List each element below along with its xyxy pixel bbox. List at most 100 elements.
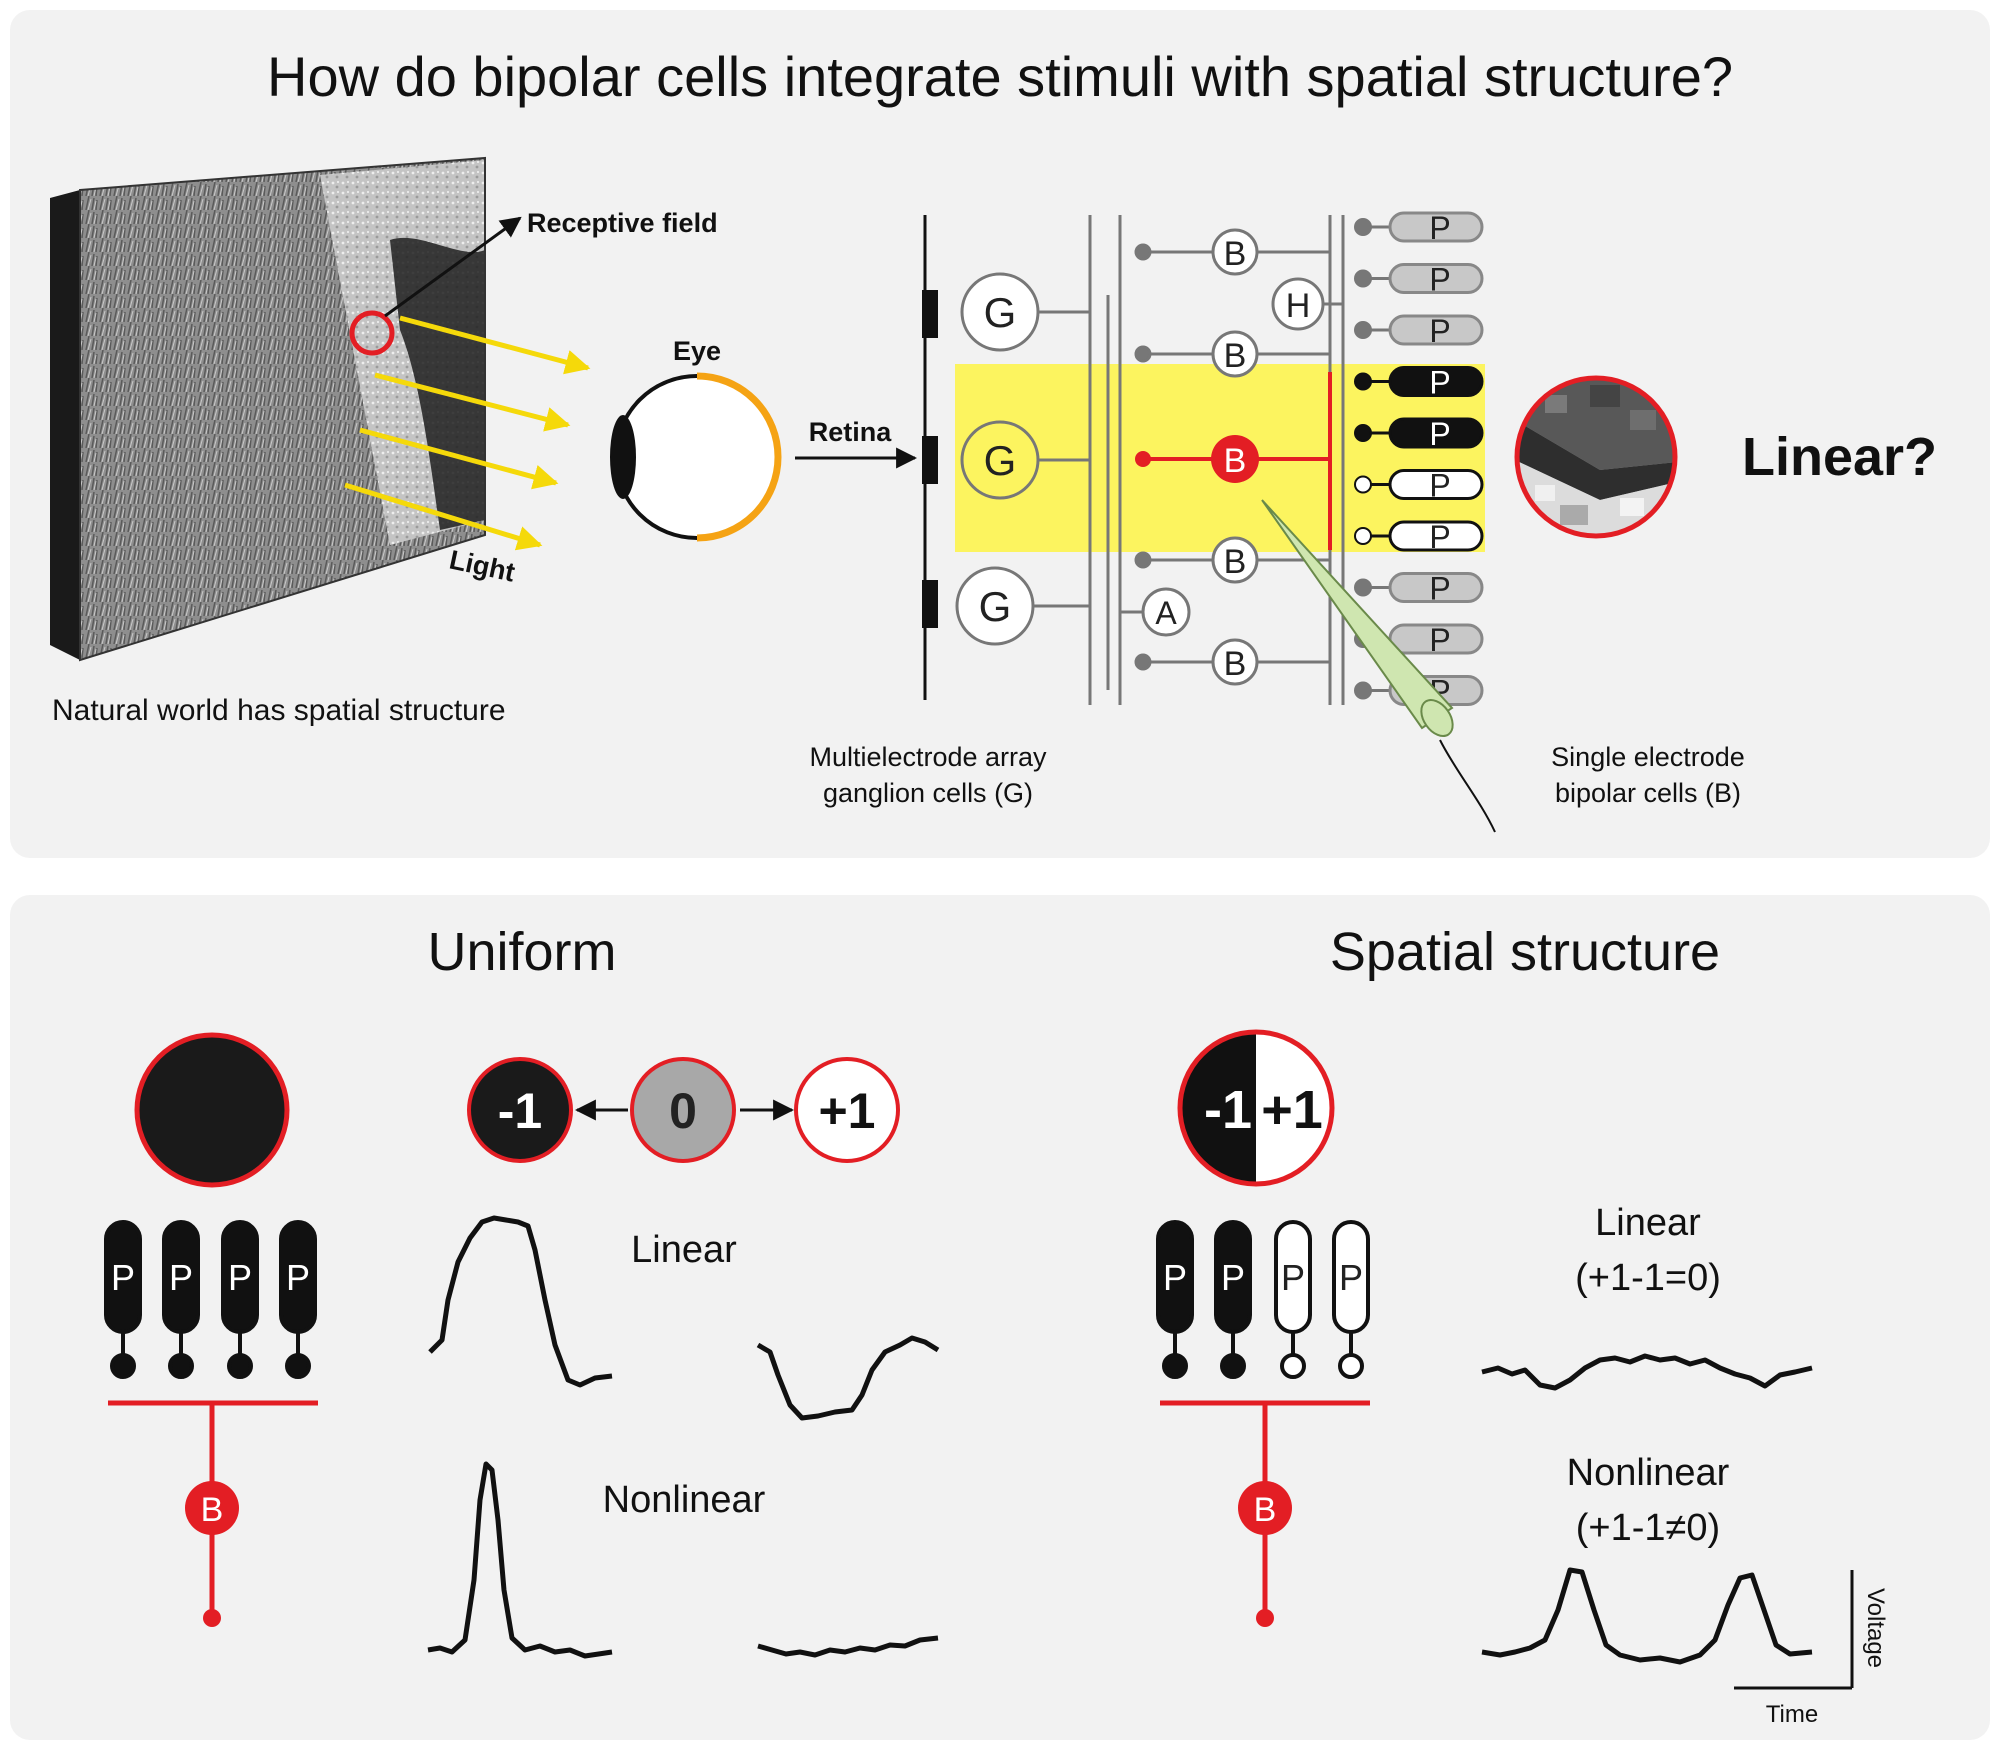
se-caption-line2: bipolar cells (B) [1555, 778, 1741, 808]
trace-uniform-nonlinear-pos [757, 1635, 939, 1658]
svg-text:G: G [979, 583, 1012, 630]
ganglion-cell-bottom: G [955, 566, 1092, 646]
svg-text:P: P [1429, 262, 1450, 298]
figure-title: How do bipolar cells integrate stimuli w… [267, 45, 1733, 108]
svg-text:P: P [1281, 1257, 1305, 1298]
trace-spatial-nonlinear [1481, 1567, 1813, 1665]
svg-text:P: P [169, 1257, 193, 1298]
svg-text:P: P [1429, 622, 1450, 658]
uniform-photoreceptor-1: P [104, 1220, 142, 1379]
svg-text:P: P [1163, 1257, 1187, 1298]
uniform-title: Uniform [427, 922, 616, 982]
svg-text:B: B [1224, 543, 1247, 581]
svg-text:P: P [111, 1257, 135, 1298]
spatial-photoreceptor-4: P [1332, 1220, 1370, 1379]
receptive-field-marker [349, 310, 395, 356]
eye-diagram [610, 372, 782, 542]
svg-text:P: P [1429, 210, 1450, 246]
photoreceptor-1: P [1354, 210, 1484, 246]
se-caption-line1: Single electrode [1551, 742, 1745, 772]
svg-text:B: B [1224, 645, 1247, 683]
uniform-photoreceptor-2: P [162, 1220, 200, 1379]
svg-text:B: B [1224, 235, 1247, 273]
trace-spatial-linear [1481, 1353, 1813, 1391]
svg-text:P: P [286, 1257, 310, 1298]
bipolar-cell-1: B [1134, 228, 1330, 276]
trace-uniform-linear-pos [756, 1335, 940, 1421]
eye-label: Eye [673, 336, 721, 366]
svg-text:P: P [1429, 571, 1450, 607]
natural-world-caption: Natural world has spatial structure [52, 694, 506, 727]
ganglion-cell-top: G [960, 272, 1092, 352]
trace-uniform-linear-neg [428, 1215, 613, 1388]
svg-text:P: P [1429, 416, 1450, 452]
svg-text:G: G [984, 289, 1017, 336]
spatial-title: Spatial structure [1330, 922, 1720, 982]
photoreceptor-5: P [1354, 416, 1484, 452]
receptive-field-label: Receptive field [527, 208, 718, 238]
photoreceptor-8: P [1354, 571, 1484, 607]
uniform-bipolar: B [108, 1400, 318, 1627]
uniform-photoreceptor-3: P [221, 1220, 259, 1379]
split-pos-label: +1 [1261, 1080, 1323, 1140]
bipolar-cell-2: B [1134, 330, 1330, 378]
split-neg-label: -1 [1204, 1080, 1252, 1140]
photoreceptor-6: P [1354, 468, 1484, 504]
spatial-photoreceptor-1: P [1156, 1220, 1194, 1379]
amacrine-cell: A [1120, 587, 1191, 637]
uniform-linear-label: Linear [631, 1229, 737, 1271]
uniform-dark-spot [134, 1032, 290, 1188]
recorded-bipolar-cell: B [1135, 372, 1332, 550]
scale-axes [1734, 1570, 1854, 1690]
svg-text:P: P [1429, 519, 1450, 555]
receptive-field-arrow [384, 216, 522, 318]
photoreceptor-4: P [1354, 365, 1484, 401]
bipolar-cell-4: B [1134, 536, 1330, 584]
stimulus-neg-one [467, 1057, 573, 1163]
horizontal-cell: H [1271, 277, 1343, 331]
spatial-nonlinear-eq: (+1-1≠0) [1576, 1507, 1720, 1549]
svg-text:A: A [1155, 595, 1177, 631]
photoreceptor-7: P [1354, 519, 1484, 555]
svg-text:P: P [1221, 1257, 1245, 1298]
bipolar-cell-5: B [1134, 638, 1330, 686]
svg-text:H: H [1286, 287, 1311, 325]
split-stimulus: -1 +1 [1177, 1029, 1335, 1187]
single-electrode [1261, 499, 1496, 833]
light-rays [344, 315, 591, 551]
spatial-linear-label: Linear [1595, 1202, 1701, 1244]
svg-text:P: P [1339, 1257, 1363, 1298]
spatial-photoreceptor-2: P [1214, 1220, 1252, 1379]
photoreceptor-3: P [1354, 313, 1484, 349]
svg-text:G: G [984, 437, 1017, 484]
axis-time-label: Time [1766, 1701, 1818, 1728]
stimulus-contrast-scale: -1 0 +1 [467, 1057, 900, 1163]
spatial-photoreceptor-3: P [1274, 1220, 1312, 1379]
svg-text:-1: -1 [498, 1083, 542, 1139]
mea-electrodes [922, 290, 938, 628]
spatial-nonlinear-label: Nonlinear [1567, 1452, 1730, 1494]
spatial-linear-eq: (+1-1=0) [1575, 1257, 1721, 1299]
svg-text:P: P [1429, 365, 1450, 401]
svg-text:+1: +1 [818, 1083, 875, 1139]
svg-text:0: 0 [669, 1083, 697, 1139]
linear-question: Linear? [1742, 427, 1937, 487]
svg-text:P: P [228, 1257, 252, 1298]
mea-caption-line1: Multielectrode array [809, 742, 1047, 772]
svg-text:P: P [1429, 313, 1450, 349]
retina-label: Retina [809, 417, 893, 447]
ganglion-cell-recorded: G [960, 420, 1092, 500]
photoreceptor-2: P [1354, 262, 1484, 298]
stimulus-zero [630, 1057, 736, 1163]
stimulus-pos-one [794, 1057, 900, 1163]
svg-text:B: B [1224, 337, 1247, 375]
magnified-receptive-field [1514, 375, 1678, 539]
uniform-nonlinear-label: Nonlinear [603, 1479, 766, 1521]
natural-image-frame [50, 156, 486, 662]
uniform-photoreceptor-4: P [279, 1220, 317, 1379]
mea-caption-line2: ganglion cells (G) [823, 778, 1033, 808]
